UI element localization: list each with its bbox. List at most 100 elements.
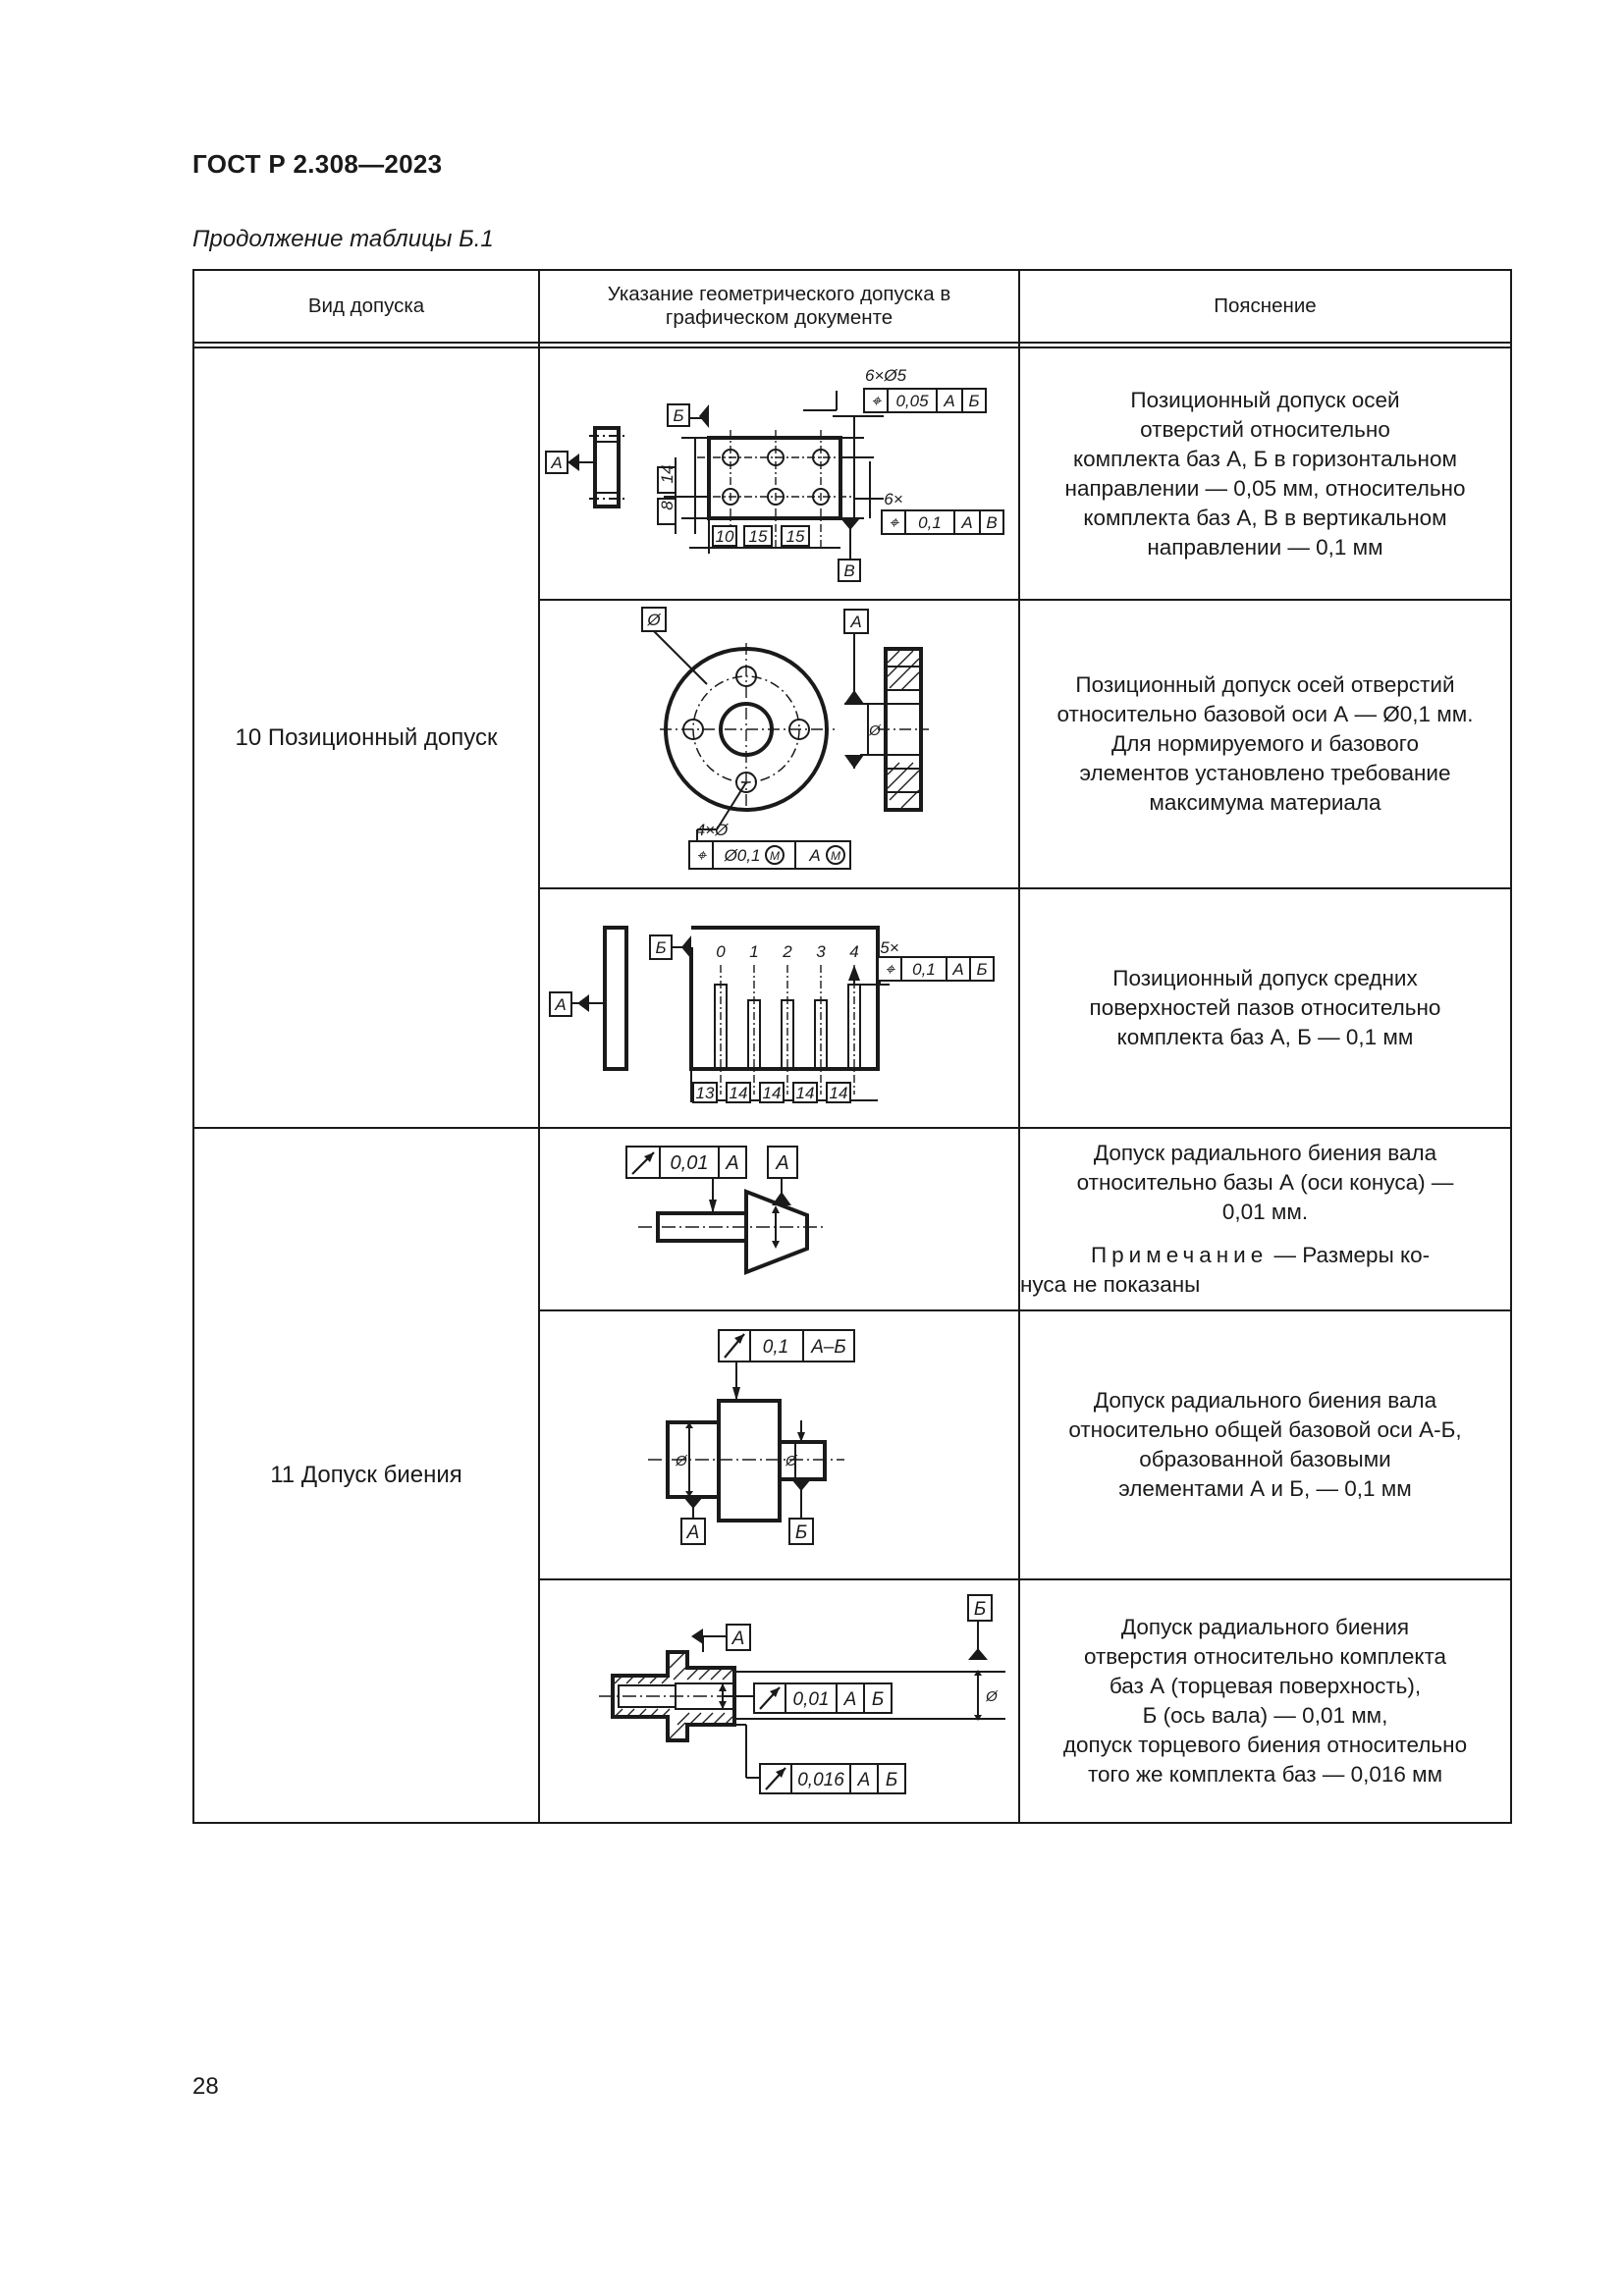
frame-v-value: 0,1 [918,513,942,532]
position-symbol: ⌖ [885,960,895,979]
frame-h-datum-2: Б [968,392,979,410]
table-row: Ø А 4×Ø ⌖ Ø0,1 M А M Ø Позиционный допус… [193,599,1512,889]
table-header-row: Вид допуска Указание геометрического доп… [192,269,1512,344]
tolerance-table: Вид допуска Указание геометрического доп… [192,269,1512,1824]
slot-number: 3 [816,942,826,961]
page-number: 28 [192,2073,219,2100]
dim-label: 14 [730,1084,748,1102]
column-header-indication: Указание геометрического допуска в графи… [538,269,1020,344]
position-symbol: ⌖ [696,846,707,865]
figure-cell: Ø А 4×Ø ⌖ Ø0,1 M А M Ø [538,599,1020,889]
table-row: 11 Допуск биения [192,1127,1512,1824]
table-row: 0,1 А–Б А Б Ø Ø Допуск радиального биени… [193,1309,1512,1580]
diameter-mark: Ø [985,1688,999,1705]
frame-value: Ø0,1 [724,846,761,865]
frame-value: 0,1 [912,960,936,979]
document-title: ГОСТ Р 2.308—2023 [192,149,443,179]
slot-number: 2 [782,942,792,961]
frame-h-value: 0,05 [895,392,929,410]
dim-label: 8 [658,500,677,509]
datum-a-label: А [554,995,566,1014]
slot-number: 4 [849,942,858,961]
table-row: 10 Позиционный допуск [192,347,1512,1129]
diameter-mark: Ø [868,722,882,739]
datum-b-label: Б [974,1599,986,1620]
count-v-label: 6× [884,490,902,508]
diameter-symbol-box: Ø [646,611,662,629]
count-label: 6×Ø5 [865,366,907,385]
mmc-modifier: M [831,849,840,863]
datum-b-label: Б [673,406,683,425]
column-header-explanation: Пояснение [1018,269,1512,344]
radial-runout-cone-figure: 0,01 А А [625,1146,825,1275]
datum-a-label: А [775,1152,788,1174]
dim-label: 15 [786,527,805,546]
note-text: нуса не показаны [1020,1272,1201,1297]
frame-datum: А [857,1770,871,1790]
position-tolerance-slots-figure: Б А 0 1 2 3 4 5× ⌖ 0,1 А Б 13 14 [549,926,995,1103]
frame-value: 0,1 [763,1337,788,1358]
position-tolerance-flange-figure: Ø А 4×Ø ⌖ Ø0,1 M А M Ø [641,607,929,870]
figure-cell: 0,1 А–Б А Б Ø Ø [538,1309,1020,1580]
frame-datum: Б [976,960,987,979]
column-header-kind: Вид допуска [192,269,540,344]
frame-v-datum-1: А [960,513,972,532]
frame-value: 0,01 [793,1689,830,1710]
table-caption: Продолжение таблицы Б.1 [192,226,494,252]
frame-datum: А [808,846,820,865]
dim-label: 14 [763,1084,782,1102]
dim-label: 13 [696,1084,715,1102]
datum-b-label: Б [655,938,666,957]
count-label: 4×Ø [696,821,730,839]
datum-a-label: А [849,613,861,631]
frame-v-datum-2: В [986,513,997,532]
figure-cell: Б А В 6×Ø5 ⌖ 0,05 А Б 6× ⌖ 0,1 А В [538,347,1020,601]
slot-number: 1 [749,942,758,961]
radial-axial-runout-bore-figure: А Б 0,01 А Б 0,016 А Б Ø [599,1594,1005,1794]
frame-value: 0,01 [671,1152,709,1174]
frame-datum: Б [872,1689,884,1710]
datum-a-label: А [550,454,562,472]
header-separator [192,342,1512,348]
slot-number: 0 [716,942,726,961]
diameter-mark: Ø [785,1453,798,1469]
note-label: Примечание [1091,1243,1269,1267]
dim-label: 14 [830,1084,848,1102]
dim-label: 15 [749,527,768,546]
count-label: 5× [880,938,898,957]
frame-value: 0,016 [797,1770,844,1790]
dim-label: 10 [716,527,734,546]
table-row: А Б 0,01 А Б 0,016 А Б Ø Допуск радиальн… [193,1578,1512,1824]
diameter-mark: Ø [675,1453,688,1469]
position-symbol: ⌖ [871,392,882,410]
datum-a-label: А [686,1522,700,1543]
note-text: — Размеры ко- [1268,1243,1431,1267]
frame-h-datum-1: А [943,392,954,410]
tolerance-kind-cell: 11 Допуск биения [192,1127,540,1824]
figure-cell: 0,01 А А [538,1127,1020,1311]
figure-cell: Б А 0 1 2 3 4 5× ⌖ 0,1 А Б 13 14 [538,887,1020,1129]
table-row: Б А 0 1 2 3 4 5× ⌖ 0,1 А Б 13 14 [193,887,1512,1129]
datum-a-label: А [731,1629,745,1649]
figure-cell: А Б 0,01 А Б 0,016 А Б Ø [538,1578,1020,1824]
datum-b-label: Б [795,1522,807,1543]
frame-datum: А [951,960,963,979]
dim-label: 14 [796,1084,815,1102]
datum-v-label: В [843,561,854,580]
frame-datum: А [843,1689,857,1710]
frame-datum: А [725,1152,738,1174]
frame-datum: Б [886,1770,897,1790]
position-symbol: ⌖ [889,513,899,532]
dim-label: 14 [658,464,677,483]
radial-runout-shaft-figure: 0,1 А–Б А Б Ø Ø [648,1329,855,1545]
position-tolerance-plate-figure: Б А В 6×Ø5 ⌖ 0,05 А Б 6× ⌖ 0,1 А В [545,366,1004,582]
mmc-modifier: M [770,849,780,863]
frame-datum: А–Б [810,1337,846,1358]
tolerance-kind-cell: 10 Позиционный допуск [192,347,540,1129]
